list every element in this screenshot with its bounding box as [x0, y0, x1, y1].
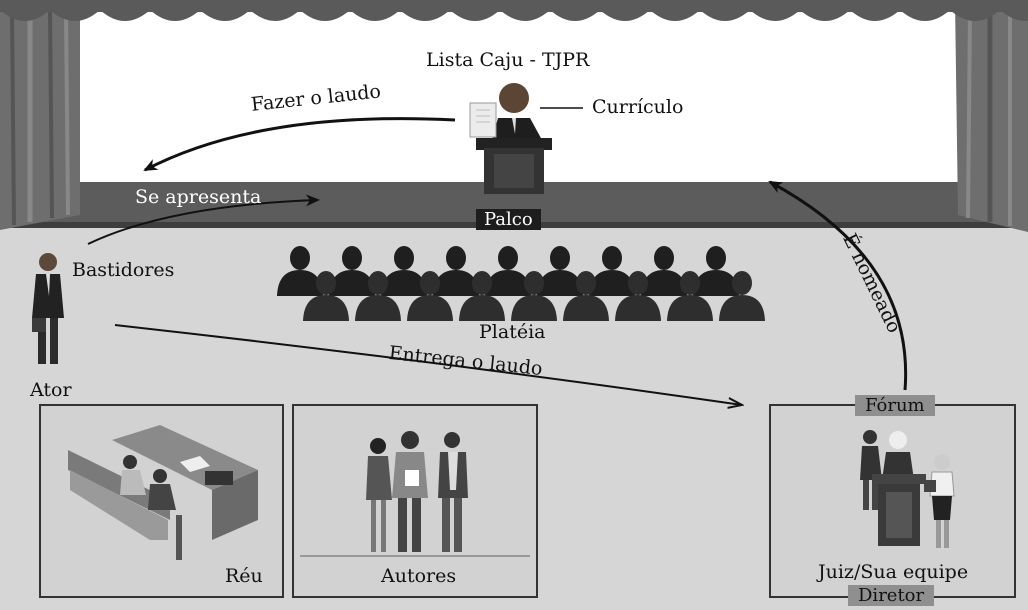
label-ator: Ator: [30, 379, 72, 401]
audience-member: [693, 246, 739, 296]
arrow-se-apresenta: [87, 194, 320, 245]
actor-figure: [32, 253, 64, 364]
podium-speaker: [469, 83, 552, 194]
label-bastidores: Bastidores: [72, 259, 175, 281]
authors-illustration: [300, 431, 530, 557]
audience-member: [615, 271, 661, 321]
audience-member: [407, 271, 453, 321]
audience-member: [381, 246, 427, 296]
audience-member: [563, 271, 609, 321]
forum-illustration: [860, 430, 955, 548]
audience-member: [303, 271, 349, 321]
audience-member: [641, 246, 687, 296]
audience-member: [511, 271, 557, 321]
label-diretor: Diretor: [848, 585, 935, 606]
audience-member: [355, 271, 401, 321]
curtain-right: [955, 0, 1028, 232]
audience-member: [485, 246, 531, 296]
audience-member: [459, 271, 505, 321]
label-autores: Autores: [381, 565, 457, 587]
arrow-entrega-laudo: [114, 324, 742, 405]
curtain-left: [0, 0, 80, 230]
label-juiz: Juiz/Sua equipe: [818, 561, 969, 583]
label-forum: Fórum: [855, 395, 935, 416]
arrow-e-nomeado: [768, 180, 908, 391]
label-palco: Palco: [476, 209, 541, 230]
audience-member: [667, 271, 713, 321]
audience-member: [589, 246, 635, 296]
audience-member: [329, 246, 375, 296]
audience: [277, 246, 765, 321]
curtain-valance: [0, 0, 1028, 21]
audience-member: [277, 246, 323, 296]
label-curriculo: Currículo: [592, 96, 684, 118]
label-plateia: Platéia: [479, 321, 546, 343]
courtroom-illustration: [68, 425, 258, 560]
diagram-title: Lista Caju - TJPR: [426, 49, 590, 71]
audience-member: [537, 246, 583, 296]
label-reu: Réu: [225, 565, 263, 587]
audience-member: [433, 246, 479, 296]
label-se-apresenta: Se apresenta: [135, 186, 262, 208]
arrow-fazer-laudo: [143, 117, 456, 172]
audience-member: [719, 271, 765, 321]
